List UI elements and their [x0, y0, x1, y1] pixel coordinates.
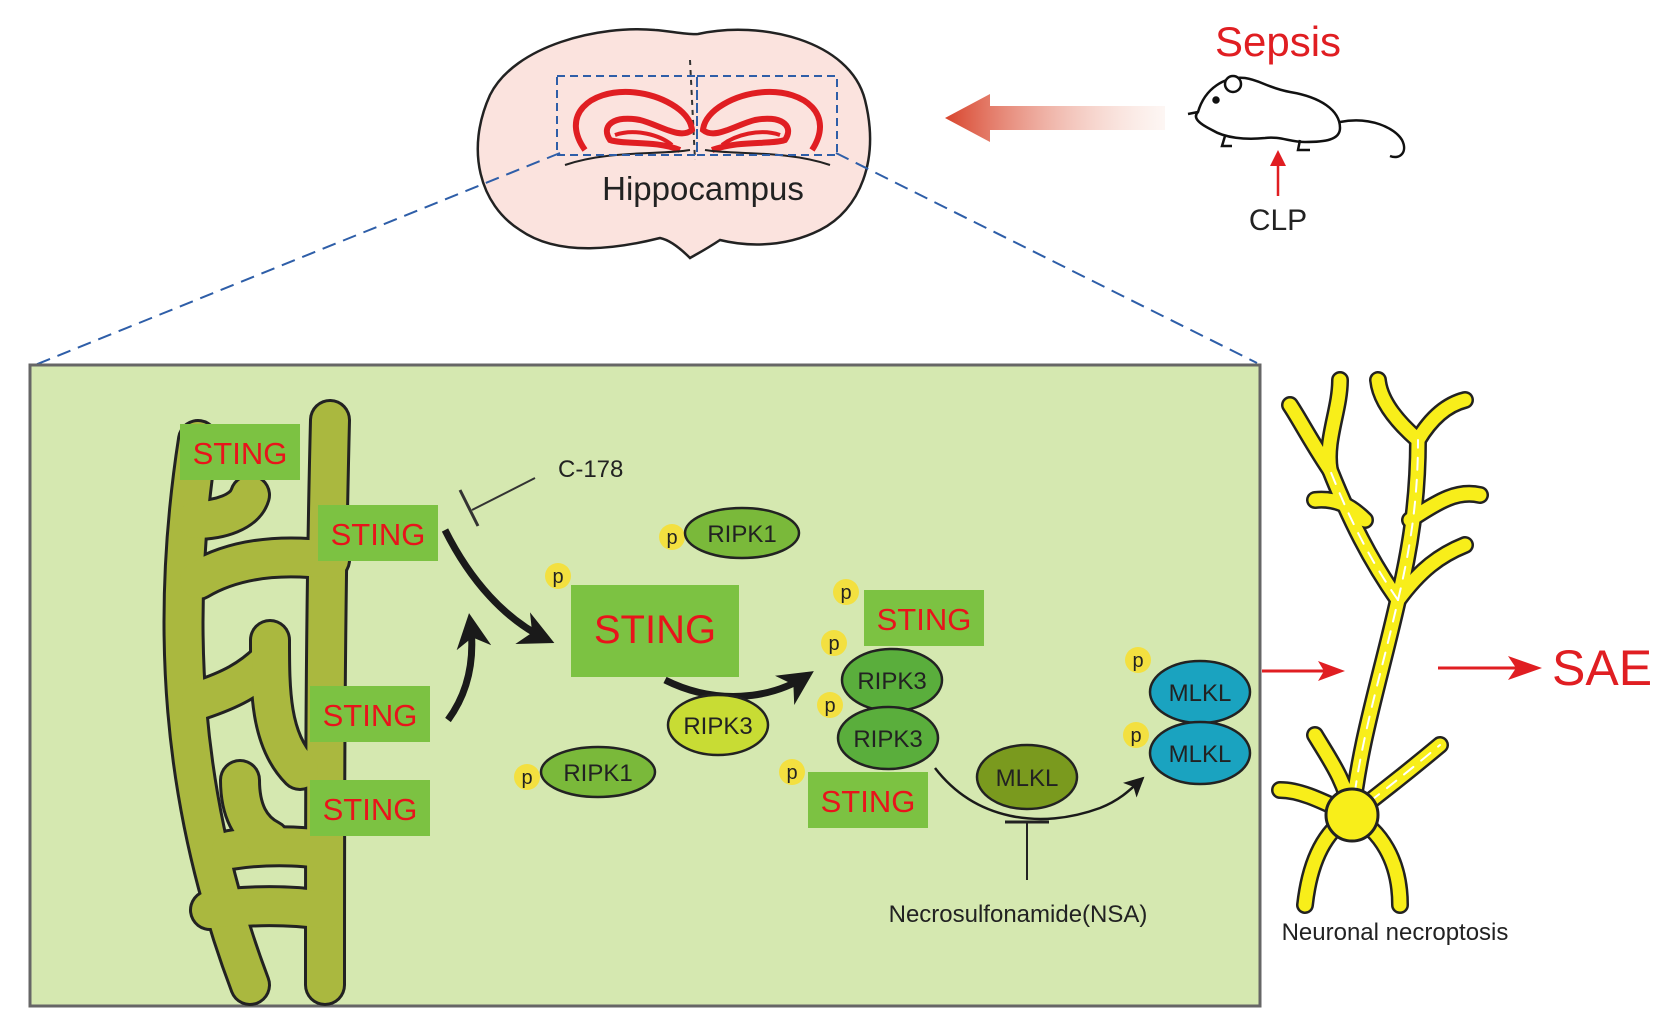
svg-text:STING: STING [821, 784, 916, 819]
hippocampus-right-inner [720, 130, 781, 147]
sepsis-to-brain-arrow [945, 94, 1165, 142]
svg-text:p: p [552, 566, 563, 588]
c178-inhibitor: C-178 [458, 456, 623, 527]
svg-text:RIPK1: RIPK1 [563, 760, 632, 787]
svg-text:STING: STING [331, 517, 426, 552]
c178-label: C-178 [558, 456, 623, 483]
svg-text:RIPK1: RIPK1 [707, 521, 776, 548]
clp-arrow-head [1270, 150, 1286, 166]
hippocampus-left-inner [614, 130, 674, 147]
sting-mito-3: STING [310, 686, 430, 742]
hippocampus-left-base [564, 149, 691, 166]
svg-text:STING: STING [594, 608, 716, 652]
zoom-line-left [34, 152, 561, 366]
sting-mito-4: STING [310, 780, 430, 836]
hippocampus-left [572, 88, 696, 153]
panel-to-neuron-arrow [1262, 661, 1345, 681]
brain-outline [476, 28, 872, 260]
svg-text:p: p [824, 695, 835, 717]
svg-text:RIPK3: RIPK3 [853, 726, 922, 753]
p-mlkl-upper: p MLKL [1125, 647, 1252, 725]
nsa-inhibitor: Necrosulfonamide(NSA) [889, 820, 1148, 928]
sepsis-title: Sepsis [1215, 18, 1341, 65]
neuron-label: Neuronal necroptosis [1282, 919, 1509, 946]
svg-text:RIPK3: RIPK3 [857, 668, 926, 695]
mlkl-free: MLKL [975, 743, 1079, 811]
neuron-to-sae-arrow [1438, 656, 1542, 680]
mouse-icon [1187, 74, 1406, 159]
complex-sting-bottom: p STING [779, 759, 928, 828]
svg-text:STING: STING [323, 698, 418, 733]
neuron-icon [1271, 371, 1489, 914]
svg-text:STING: STING [877, 602, 972, 637]
svg-text:RIPK3: RIPK3 [683, 713, 752, 740]
p-mlkl-lower: p MLKL [1123, 720, 1252, 786]
ripk3-recruit-arrow [663, 671, 814, 706]
svg-text:p: p [666, 527, 677, 549]
svg-text:STING: STING [323, 792, 418, 827]
mlkl-phosphorylation-arrow [934, 767, 1145, 821]
complex-ripk3-lower: p RIPK3 [817, 692, 940, 771]
hippocampus-box-right [696, 75, 838, 156]
mitochondria-network [162, 399, 351, 1006]
p-ripk1-bottom: p RIPK1 [514, 745, 657, 799]
p-sting-central: p STING [545, 563, 739, 677]
svg-text:MLKL: MLKL [1169, 741, 1232, 768]
clp-label: CLP [1249, 204, 1307, 237]
ripk3-free: RIPK3 [666, 693, 770, 757]
svg-text:p: p [1130, 725, 1141, 747]
svg-text:STING: STING [193, 436, 288, 471]
svg-text:p: p [786, 762, 797, 784]
nsa-label: Necrosulfonamide(NSA) [889, 901, 1148, 928]
svg-text:MLKL: MLKL [996, 765, 1059, 792]
hippocampus-label: Hippocampus [602, 170, 804, 207]
translocation-arrow-release [441, 528, 555, 645]
brain-section: Hippocampus [476, 28, 872, 260]
complex-ripk3-upper: p RIPK3 [821, 630, 944, 713]
svg-text:p: p [840, 582, 851, 604]
hippocampus-right-base [704, 149, 831, 166]
svg-text:p: p [828, 633, 839, 655]
brain-midline [689, 59, 696, 161]
hippocampus-box-left [556, 75, 698, 156]
complex-sting-top: p STING [833, 579, 984, 646]
sting-mito-1: STING [180, 424, 300, 480]
sting-mito-2: STING [318, 505, 438, 561]
svg-text:MLKL: MLKL [1169, 680, 1232, 707]
sae-label: SAE [1552, 640, 1652, 696]
p-ripk1-top: p RIPK1 [659, 506, 801, 560]
hippocampus-right [699, 88, 823, 153]
zoom-line-right [835, 152, 1258, 364]
translocation-arrow-up [445, 613, 492, 723]
sepsis-section: Sepsis CLP [945, 18, 1406, 237]
svg-text:p: p [521, 767, 532, 789]
svg-text:p: p [1132, 650, 1143, 672]
